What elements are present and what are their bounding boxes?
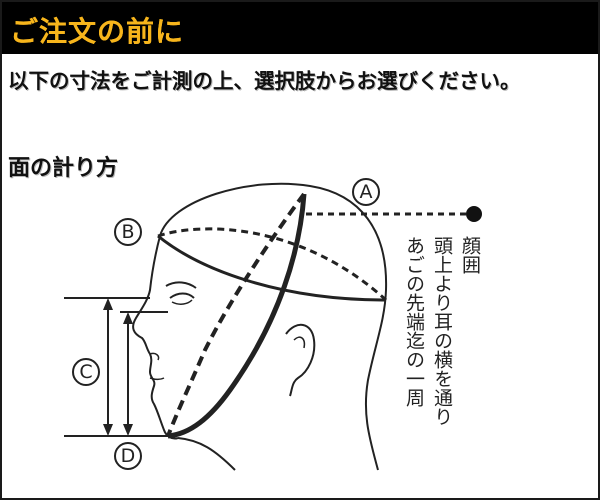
pointer-dot: [466, 206, 482, 222]
face-circumference-solid: [167, 193, 307, 439]
page-title: ご注文の前に: [10, 15, 185, 48]
head-circumference-front: [157, 234, 387, 302]
neck-front: [177, 437, 236, 471]
label-a: A: [352, 178, 380, 206]
page-subtitle: 以下の寸法をご計測の上、選択肢からお選びください。: [8, 69, 521, 93]
eye: [169, 292, 195, 299]
label-b: B: [114, 218, 142, 246]
head-circumference-back: [157, 227, 388, 302]
face-circumference-dashed: [166, 192, 306, 437]
annotation-title: 顔囲: [459, 236, 481, 274]
label-d: D: [114, 442, 142, 470]
ear: [285, 324, 316, 397]
label-c: C: [72, 358, 100, 386]
head-outline: [159, 182, 388, 471]
header-band: [2, 2, 598, 54]
section-heading: 面の計り方: [8, 156, 119, 181]
annotation-line-1: 頭上より耳の横を通り: [431, 236, 453, 426]
face-profile: [132, 235, 179, 440]
annotation-line-2: あごの先端迄の一周: [403, 236, 425, 407]
